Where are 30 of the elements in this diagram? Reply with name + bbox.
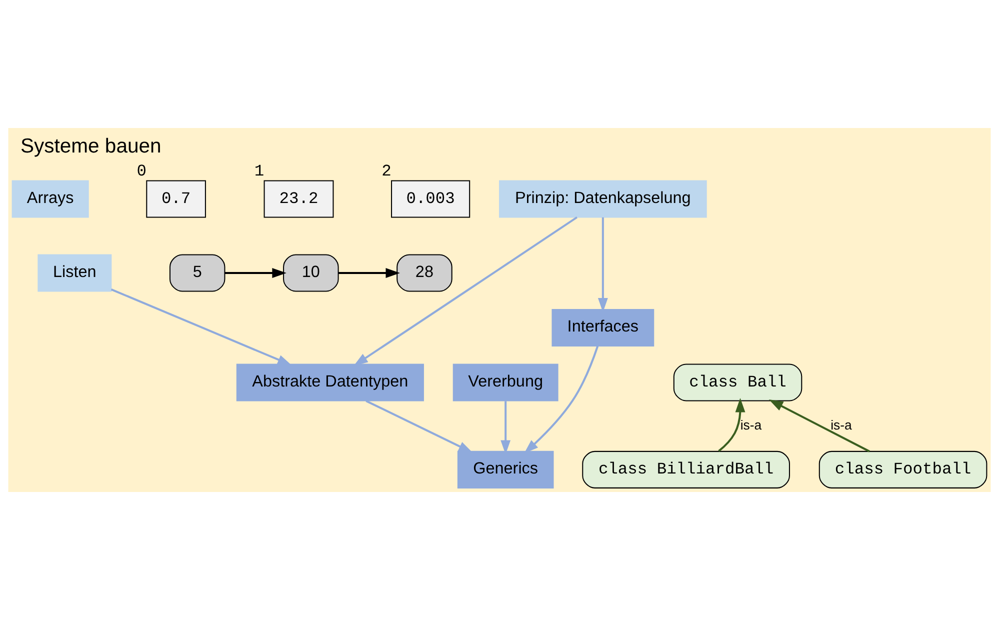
node-box: class Ball — [673, 364, 802, 402]
node-box: class Football — [818, 450, 988, 488]
edge-label: is-a — [740, 418, 762, 433]
node-box: class BilliardBall — [582, 450, 790, 488]
node-box: 0.7 — [146, 180, 206, 218]
node-label: 2 — [382, 161, 392, 180]
arrow — [338, 268, 400, 278]
arrow — [524, 346, 599, 454]
node-box: Vererbung — [452, 364, 558, 402]
node-box: Generics — [457, 450, 554, 488]
node-box: 0.003 — [391, 180, 470, 218]
node-box: 10 — [283, 254, 339, 292]
arrow — [366, 400, 473, 453]
node-box: 23.2 — [264, 180, 334, 218]
node-box: Listen — [38, 254, 112, 292]
diagram-title: Systeme bauen — [20, 135, 162, 158]
arrow — [354, 216, 578, 366]
arrow — [110, 288, 292, 366]
node-label: 1 — [254, 161, 264, 180]
arrow — [718, 398, 746, 452]
node-box: Arrays — [12, 180, 89, 218]
node-box: Prinzip: Datenkapselung — [499, 180, 707, 218]
node-box: Interfaces — [552, 308, 654, 346]
arrow — [224, 268, 286, 278]
node-box: 5 — [169, 254, 226, 292]
edge-label: is-a — [830, 418, 852, 433]
node-box: 28 — [396, 254, 452, 292]
node-box: Abstrakte Datentypen — [236, 364, 424, 402]
node-label: 0 — [136, 161, 146, 180]
arrow — [768, 400, 870, 452]
